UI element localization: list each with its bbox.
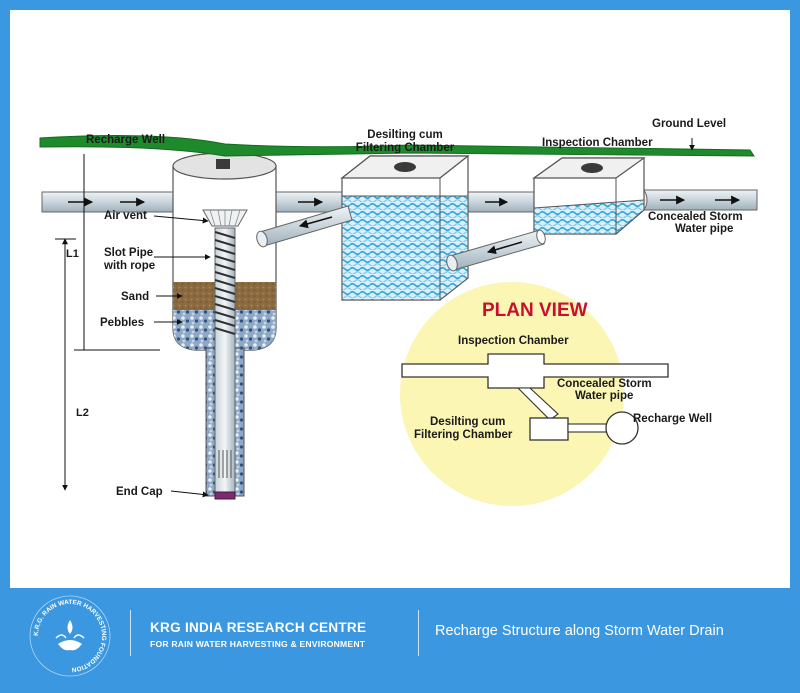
diagonal-pipe-to-chamber — [446, 229, 546, 272]
label-l1: L1 — [66, 248, 79, 260]
plan-view-disc — [400, 282, 624, 506]
inspection-chamber — [532, 157, 646, 235]
org-name: KRG INDIA RESEARCH CENTRE — [150, 620, 367, 635]
diagram-caption: Recharge Structure along Storm Water Dra… — [435, 623, 724, 639]
plan-desilting-box — [529, 417, 569, 441]
plan-label-inspection: Inspection Chamber — [458, 335, 569, 347]
pipe-slots — [218, 450, 232, 478]
plan-label-concealed-line1: Concealed Storm — [557, 378, 652, 390]
label-air-vent: Air vent — [104, 210, 147, 222]
label-inspection-chamber: Inspection Chamber — [542, 137, 653, 149]
label-l2: L2 — [76, 407, 89, 419]
plan-pipe-outline — [401, 353, 669, 389]
label-concealed-line2: Water pipe — [675, 223, 733, 235]
footer-bar: K.R.G. RAIN WATER HARVESTING FOUNDATION … — [10, 588, 790, 685]
org-subtitle: FOR RAIN WATER HARVESTING & ENVIRONMENT — [150, 639, 366, 649]
plan-label-recharge-well: Recharge Well — [633, 413, 712, 425]
footer-divider-2 — [418, 610, 419, 656]
label-sand: Sand — [121, 291, 149, 303]
recharge-structure-diagram: Recharge Well Desilting cum Filtering Ch… — [39, 118, 758, 506]
label-end-cap: End Cap — [116, 486, 163, 498]
label-ground-level: Ground Level — [652, 118, 726, 130]
label-desilting-line2: Filtering Chamber — [356, 142, 455, 154]
label-slot-pipe-line1: Slot Pipe — [104, 247, 153, 259]
diagonal-pipe-to-well — [256, 205, 353, 248]
footer-divider-1 — [130, 610, 131, 656]
plan-view: PLAN VIEW Inspection Chamber Concealed S… — [400, 282, 712, 506]
plan-label-desilting-line1: Desilting cum — [430, 416, 505, 428]
leader-lines — [153, 138, 695, 498]
end-cap — [214, 491, 236, 500]
ground-level — [39, 135, 755, 157]
dimension-lines — [55, 154, 160, 491]
connecting-pipe-2 — [467, 191, 535, 213]
krg-foundation-logo: K.R.G. RAIN WATER HARVESTING FOUNDATION — [29, 595, 111, 677]
recharge-well — [172, 152, 277, 500]
label-pebbles: Pebbles — [100, 317, 144, 329]
plan-link-pipe — [567, 423, 611, 433]
label-desilting-line1: Desilting cum — [367, 129, 442, 141]
plan-recharge-well — [605, 411, 639, 445]
label-concealed-line1: Concealed Storm — [648, 211, 743, 223]
plan-branch-pipe — [516, 387, 559, 421]
svg-text:K.R.G. RAIN WATER HARVESTING F: K.R.G. RAIN WATER HARVESTING FOUNDATION — [33, 599, 107, 673]
label-slot-pipe-line2: with rope — [103, 260, 155, 272]
plan-label-concealed-line2: Water pipe — [575, 390, 633, 402]
plan-label-desilting-line2: Filtering Chamber — [414, 429, 513, 441]
slot-pipe-rope — [214, 231, 236, 335]
concealed-storm-pipe — [636, 189, 758, 211]
label-recharge-well: Recharge Well — [86, 134, 165, 146]
desilting-chamber — [340, 155, 470, 301]
well-cover-slot — [216, 159, 230, 169]
plan-view-title: PLAN VIEW — [482, 300, 588, 321]
inlet-pipe — [41, 191, 183, 213]
diagram-panel: Recharge Well Desilting cum Filtering Ch… — [10, 10, 790, 588]
connecting-pipe-1 — [275, 191, 343, 213]
